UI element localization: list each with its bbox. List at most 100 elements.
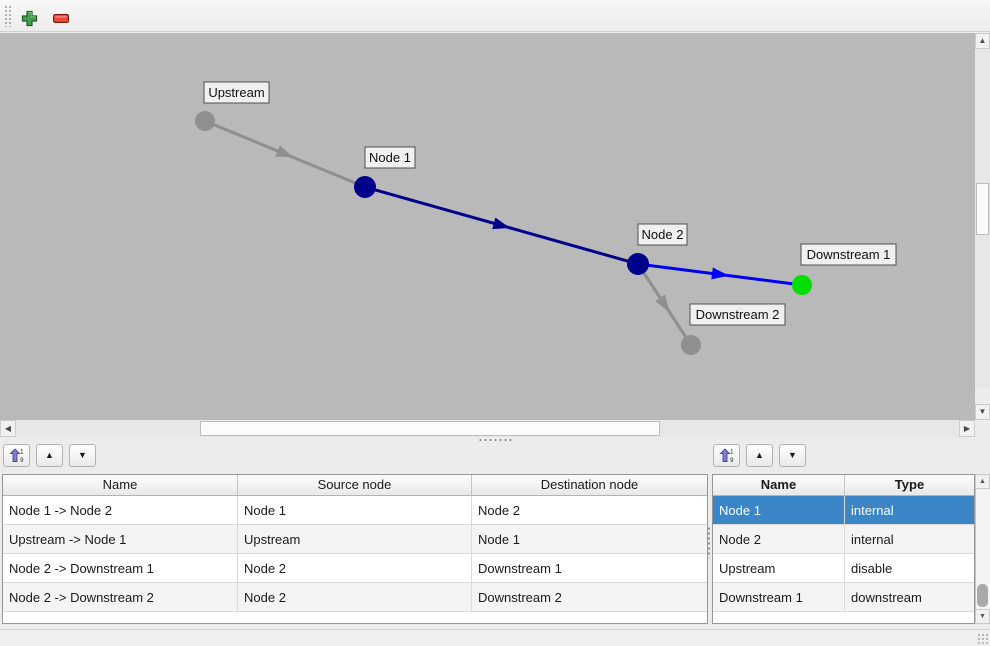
move-node-up-button[interactable]: ▲: [746, 444, 773, 467]
table-cell[interactable]: Node 1: [472, 525, 707, 554]
scroll-down-button[interactable]: ▼: [975, 404, 990, 420]
graph-node-node-2[interactable]: [627, 253, 649, 275]
node-table-scroll-down-button[interactable]: ▼: [975, 609, 990, 624]
column-header-name[interactable]: Name: [3, 475, 238, 496]
edge-arrow-icon: [655, 294, 670, 312]
edge-arrow-icon: [711, 267, 729, 280]
svg-text:1: 1: [20, 450, 24, 456]
table-cell[interactable]: Node 2 -> Downstream 2: [3, 583, 238, 612]
add-node-icon[interactable]: [21, 10, 38, 27]
splitter-handle-icon: [707, 526, 711, 558]
svg-text:9: 9: [20, 458, 24, 463]
table-cell[interactable]: Upstream: [238, 525, 472, 554]
column-header-name[interactable]: Name: [713, 475, 845, 496]
window-resize-grip[interactable]: [977, 633, 988, 644]
status-bar: [0, 629, 990, 646]
table-cell[interactable]: Node 2: [713, 525, 845, 554]
left-arrow-icon: ◀: [4, 423, 12, 433]
graph-node-downstream-2[interactable]: [681, 335, 701, 355]
svg-text:1: 1: [730, 450, 734, 456]
up-arrow-icon: ▲: [979, 478, 986, 485]
table-cell[interactable]: Upstream: [713, 554, 845, 583]
scroll-up-button[interactable]: ▲: [975, 33, 990, 49]
vertical-splitter[interactable]: [706, 474, 712, 624]
down-arrow-icon: ▼: [979, 613, 986, 620]
column-header-source-node[interactable]: Source node: [238, 475, 472, 496]
table-cell[interactable]: Node 2: [238, 583, 472, 612]
node-label-box[interactable]: [689, 303, 786, 326]
table-cell[interactable]: internal: [845, 525, 974, 554]
scroll-right-button[interactable]: ▶: [959, 420, 975, 437]
node-table-scroll-thumb[interactable]: [977, 584, 988, 607]
sort-icon: 1 9: [8, 448, 24, 463]
node-label: Upstream: [208, 85, 264, 100]
splitter-handle-icon: [478, 438, 512, 442]
node-label-box[interactable]: [637, 223, 688, 246]
table-cell[interactable]: Node 1: [713, 496, 845, 525]
table-cell[interactable]: Downstream 2: [472, 583, 707, 612]
table-cell[interactable]: downstream: [845, 583, 974, 612]
column-header-destination-node[interactable]: Destination node: [472, 475, 707, 496]
node-label-box[interactable]: [364, 146, 416, 169]
right-arrow-icon: ▶: [963, 423, 971, 433]
main-toolbar: [0, 0, 990, 32]
up-arrow-icon: ▲: [978, 36, 987, 45]
down-arrow-icon: ▼: [978, 407, 987, 416]
scroll-left-button[interactable]: ◀: [0, 420, 16, 437]
node-label-box[interactable]: [800, 243, 897, 266]
edge-arrow-icon: [275, 145, 294, 158]
sort-nodes-button[interactable]: 1 9: [713, 444, 740, 467]
table-cell[interactable]: Node 1: [238, 496, 472, 525]
move-edge-down-button[interactable]: ▼: [69, 444, 96, 467]
canvas-vertical-scroll-thumb[interactable]: [976, 183, 989, 235]
table-cell[interactable]: Node 2 -> Downstream 1: [3, 554, 238, 583]
node-label: Node 2: [642, 227, 684, 242]
table-cell[interactable]: Downstream 1: [472, 554, 707, 583]
table-cell[interactable]: internal: [845, 496, 974, 525]
node-label-box[interactable]: [203, 81, 270, 104]
move-up-icon: ▲: [45, 450, 54, 460]
move-edge-up-button[interactable]: ▲: [36, 444, 63, 467]
scrollbar-corner: [975, 420, 990, 437]
column-header-type[interactable]: Type: [845, 475, 974, 496]
table-cell[interactable]: Downstream 1: [713, 583, 845, 612]
sort-icon: 1 9: [718, 448, 734, 463]
move-down-icon: ▼: [788, 450, 797, 460]
node-label: Downstream 2: [696, 307, 780, 322]
table-cell[interactable]: disable: [845, 554, 974, 583]
table-cell[interactable]: Node 2: [238, 554, 472, 583]
move-node-down-button[interactable]: ▼: [779, 444, 806, 467]
canvas-horizontal-scroll-thumb[interactable]: [200, 421, 660, 436]
sort-edges-button[interactable]: 1 9: [3, 444, 30, 467]
table-cell[interactable]: Upstream -> Node 1: [3, 525, 238, 554]
move-down-icon: ▼: [78, 450, 87, 460]
node-label: Node 1: [369, 150, 411, 165]
table-cell[interactable]: Node 1 -> Node 2: [3, 496, 238, 525]
horizontal-splitter[interactable]: [0, 437, 990, 444]
remove-node-icon[interactable]: [53, 14, 69, 23]
move-up-icon: ▲: [755, 450, 764, 460]
table-cell[interactable]: Node 2: [472, 496, 707, 525]
node-label: Downstream 1: [807, 247, 891, 262]
svg-text:9: 9: [730, 458, 734, 463]
edge-arrow-icon: [492, 217, 511, 230]
graph-node-downstream-1[interactable]: [792, 275, 812, 295]
node-table-scroll-up-button[interactable]: ▲: [975, 474, 990, 489]
graph-node-node-1[interactable]: [354, 176, 376, 198]
graph-node-upstream[interactable]: [195, 111, 215, 131]
toolbar-drag-handle[interactable]: [4, 5, 12, 27]
